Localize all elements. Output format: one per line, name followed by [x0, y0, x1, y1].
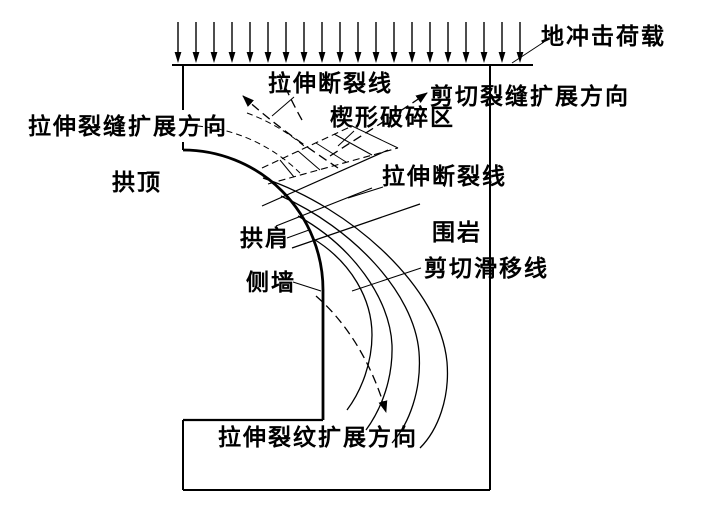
arch-arc: [182, 148, 325, 291]
load-arrow: [317, 21, 327, 64]
load-arrow: [461, 21, 471, 64]
load-arrow: [425, 21, 435, 64]
wedge-hatch-tick: [279, 159, 295, 178]
label-tensile-fracture-line-upper: 拉伸断裂线: [268, 70, 393, 96]
side-wall-leader: [292, 281, 322, 292]
crown-fracture-arc: [196, 125, 301, 174]
load-arrow: [497, 21, 507, 64]
tensile-fracture-inner-leader: [347, 186, 384, 199]
load-arrow: [245, 21, 255, 64]
tensile-fracture-upper-leader: [271, 96, 295, 117]
slip-line: [280, 195, 421, 444]
crown-fracture-arc: [246, 112, 305, 147]
label-surrounding-rock: 围岩: [432, 220, 482, 245]
arch-shoulder-leader: [286, 229, 310, 239]
load-arrow: [389, 21, 399, 64]
label-shear-slip-line: 剪切滑移线: [424, 255, 549, 281]
shear-slip-leader: [351, 267, 422, 292]
load-arrow: [209, 21, 219, 64]
slip-line: [311, 237, 373, 411]
wedge-upper-edge: [261, 125, 353, 169]
load-arrow: [173, 21, 183, 64]
slip-line: [297, 215, 393, 431]
label-tensile-crack-propagation-direction: 拉伸裂纹扩展方向: [218, 424, 418, 450]
label-tensile-fracture-line-inner: 拉伸断裂线: [382, 163, 507, 189]
load-arrow: [407, 21, 417, 64]
wedge-hatch-tick: [351, 125, 399, 149]
wedge-hatch-tick: [297, 150, 321, 171]
tensile-fracture-to-surface-line: [277, 69, 303, 121]
crack-direction-arrows: [242, 69, 428, 413]
load-arrow: [281, 21, 291, 64]
load-arrow: [227, 21, 237, 64]
bottom-tensile-crack-direction-arrow: [315, 295, 388, 413]
tensile-crack-direction-arrow: [242, 95, 339, 169]
label-arch-crown: 拱顶: [112, 170, 162, 195]
wedge-zone-leader: [337, 130, 355, 147]
load-arrow: [191, 21, 201, 64]
impact-load-leader: [511, 41, 545, 64]
wedge-crushed-zone: [261, 125, 399, 185]
label-shear-crack-growth-direction: 剪切裂缝扩展方向: [430, 83, 630, 109]
load-arrow: [371, 21, 381, 64]
load-arrow: [479, 21, 489, 64]
crown-fracture-arcs: [196, 112, 305, 174]
load-arrow: [263, 21, 273, 64]
tensile-fracture-lines: [261, 149, 421, 249]
tensile-fracture-line: [275, 187, 373, 227]
tunnel-outline: [172, 64, 533, 491]
shear-crack-direction-arrow: [329, 92, 428, 157]
wedge-hatch-tick: [333, 133, 373, 156]
label-wedge-crushed-zone: 楔形破碎区: [330, 104, 455, 130]
slip-line: [262, 177, 449, 449]
label-arch-shoulder: 拱肩: [240, 225, 290, 251]
wedge-hatch-tick: [315, 142, 347, 163]
label-impact-load: 地冲击荷载: [541, 24, 666, 49]
load-arrow: [443, 21, 453, 64]
load-arrow: [335, 21, 345, 64]
wedge-lower-edge: [267, 147, 399, 185]
load-arrow: [353, 21, 363, 64]
tensile-fracture-line: [261, 149, 389, 207]
labels: 地冲击荷载 拉伸断裂线 剪切裂缝扩展方向 拉伸裂缝扩展方向 楔形破碎区 拱顶 拉…: [28, 24, 666, 450]
tensile-fracture-line: [291, 203, 421, 249]
shear-slip-lines: [262, 177, 449, 449]
impact-load-arrows: [173, 21, 525, 64]
label-tensile-crack-growth-direction: 拉伸裂缝扩展方向: [28, 113, 228, 139]
load-arrow: [299, 21, 309, 64]
leader-lines: [271, 41, 545, 292]
label-side-wall: 侧墙: [246, 269, 296, 295]
load-arrow: [515, 21, 525, 64]
